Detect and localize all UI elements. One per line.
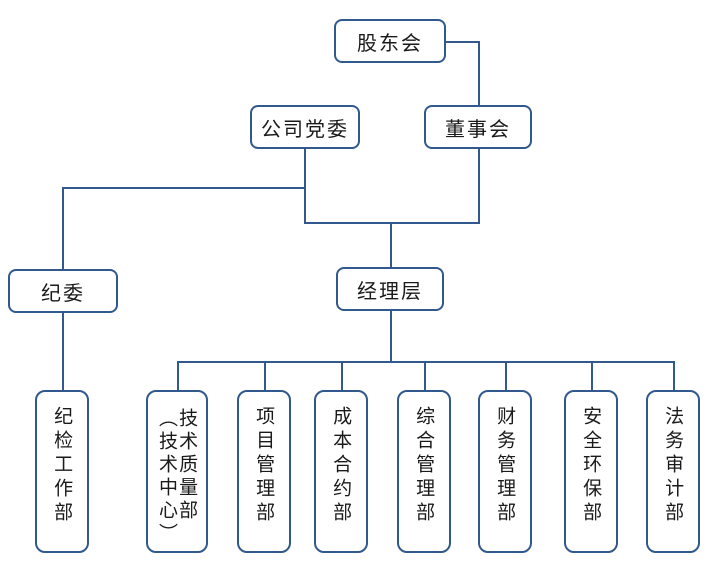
node-dept-finance-mgmt-label: 财务管理部: [494, 406, 517, 526]
connector-drop-project-mgmt: [264, 361, 266, 391]
connector-drop-general-mgmt: [424, 361, 426, 391]
node-dept-general-mgmt[interactable]: 综合管理部: [397, 390, 451, 553]
node-dept-legal-audit-label: 法务审计部: [662, 406, 685, 526]
node-shareholders-label: 股东会: [357, 30, 423, 55]
node-discipline-commission-label: 纪委: [41, 280, 85, 305]
connector-drop-finance-mgmt: [505, 361, 507, 391]
connector-to-discipline-commission-horizontal: [62, 187, 305, 189]
connector-to-discipline-commission-vertical: [62, 187, 64, 275]
connector-board-down: [478, 148, 480, 224]
connector-shareholders-to-board-horizontal: [446, 41, 480, 43]
node-management-label: 经理层: [357, 278, 423, 303]
node-shareholders[interactable]: 股东会: [334, 19, 446, 63]
node-party-committee[interactable]: 公司党委: [250, 105, 360, 149]
connector-drop-legal-audit: [673, 361, 675, 391]
node-dept-project-mgmt-label: 项目管理部: [253, 406, 276, 526]
node-discipline-commission[interactable]: 纪委: [8, 269, 118, 313]
node-party-committee-label: 公司党委: [261, 116, 349, 141]
connector-bus-to-management: [390, 222, 392, 270]
node-dept-tech-quality-label: 技术质量部: [176, 408, 199, 523]
node-dept-tech-quality[interactable]: （技术中心） 技术质量部: [146, 390, 208, 553]
node-dept-safety-env-label: 安全环保部: [580, 406, 603, 526]
node-management[interactable]: 经理层: [336, 267, 444, 311]
connector-manager-bus: [304, 222, 480, 224]
node-dept-finance-mgmt[interactable]: 财务管理部: [478, 390, 532, 553]
node-board-label: 董事会: [445, 116, 511, 141]
node-dept-general-mgmt-label: 综合管理部: [413, 406, 436, 526]
node-board[interactable]: 董事会: [424, 105, 532, 149]
connector-drop-cost-contract: [341, 361, 343, 391]
node-dept-safety-env[interactable]: 安全环保部: [564, 390, 618, 553]
connector-party-committee-down: [304, 148, 306, 224]
node-dept-tech-quality-label-secondary: （技术中心）: [156, 408, 178, 546]
node-dept-cost-contract[interactable]: 成本合约部: [314, 390, 368, 553]
connector-management-down: [390, 311, 392, 363]
node-dept-project-mgmt[interactable]: 项目管理部: [237, 390, 291, 553]
node-dept-legal-audit[interactable]: 法务审计部: [646, 390, 700, 553]
node-dept-discipline-work-label: 纪检工作部: [51, 406, 74, 526]
node-dept-tech-quality-stack: （技术中心） 技术质量部: [156, 408, 199, 546]
node-dept-discipline-work[interactable]: 纪检工作部: [35, 390, 89, 553]
connector-shareholders-to-board-vertical: [478, 41, 480, 107]
node-dept-cost-contract-label: 成本合约部: [330, 406, 353, 526]
connector-drop-tech-quality: [177, 361, 179, 391]
connector-drop-safety-env: [591, 361, 593, 391]
connector-discipline-commission-to-dept: [62, 313, 64, 391]
